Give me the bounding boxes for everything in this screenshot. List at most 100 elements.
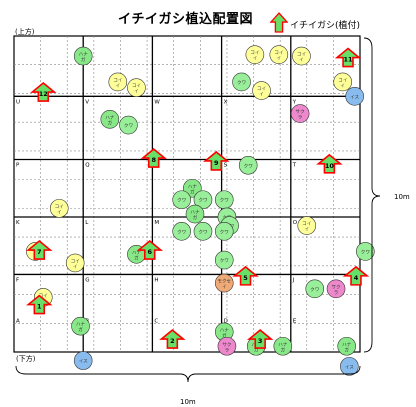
- grid-letter-V: V: [85, 99, 89, 105]
- svg-text:ハナ: ハナ: [220, 327, 230, 333]
- svg-text:コイ: コイ: [257, 86, 266, 92]
- grid-letter-O: O: [293, 220, 298, 226]
- arrow-number: 7: [37, 248, 42, 256]
- svg-text:イス: イス: [345, 364, 354, 370]
- ichiigashi-arrow-3: 3: [246, 329, 274, 349]
- arrow-number: 12: [39, 90, 48, 98]
- grid-letter-J: J: [292, 277, 295, 283]
- svg-text:ガ: ガ: [134, 254, 139, 261]
- svg-text:ガ: ガ: [190, 188, 195, 195]
- dimension-braces: [15, 37, 381, 383]
- ichiigashi-arrow-7: 7: [26, 239, 53, 260]
- svg-text:イ: イ: [299, 58, 304, 63]
- arrow-number: 2: [170, 337, 175, 345]
- diagram-title: イチイガシ植込配置図: [118, 12, 254, 27]
- tree-kuwa: クワ: [193, 222, 213, 241]
- svg-text:クワ: クワ: [361, 249, 371, 255]
- tree-kuwa: クワ: [214, 250, 234, 270]
- tree-koi: コイイ: [292, 46, 311, 66]
- svg-text:ガ: ガ: [281, 346, 286, 353]
- svg-text:イ: イ: [253, 57, 258, 62]
- tree-koi: コイイ: [333, 72, 353, 92]
- svg-text:ハナ: ハナ: [188, 184, 198, 190]
- grid-letter-W: W: [154, 99, 160, 105]
- tree-hanagaki: ハナガ: [273, 336, 293, 356]
- tree-koi: コイイ: [252, 81, 271, 100]
- tree-kuwa: クワ: [305, 279, 325, 299]
- arrow-number: 3: [258, 337, 263, 345]
- svg-text:イ: イ: [277, 57, 282, 62]
- ichiigashi-arrow-2: 2: [159, 329, 186, 349]
- tree-sakura: サクラ: [326, 279, 346, 299]
- tree-koi: コイイ: [108, 72, 128, 92]
- svg-text:ガ: ガ: [108, 119, 113, 126]
- grid-letter-P: P: [16, 163, 20, 169]
- tree-kuwa: クワ: [356, 242, 375, 261]
- arrow-number: 10: [325, 162, 335, 170]
- legend-arrow-icon: [270, 12, 288, 33]
- ichiigashi-arrow-10: 10: [316, 153, 343, 174]
- svg-text:クワ: クワ: [220, 229, 230, 235]
- tree-koi: コイイ: [297, 216, 317, 235]
- svg-text:イス: イス: [79, 359, 88, 365]
- grid-letter-U: U: [16, 99, 20, 105]
- bottom-brace: [15, 365, 361, 383]
- svg-text:ハナ: ハナ: [79, 52, 89, 58]
- grid-letter-Q: Q: [85, 163, 90, 169]
- tree-hanagaki: ハナガ: [71, 316, 90, 336]
- svg-text:コイ: コイ: [113, 77, 122, 83]
- bottom-direction-label: (下方): [16, 355, 36, 363]
- svg-text:クワ: クワ: [198, 198, 208, 204]
- arrow-number: 11: [343, 56, 353, 64]
- tree-kuwa: クワ: [232, 72, 251, 92]
- tree-koi: コイイ: [269, 45, 289, 64]
- right-dimension-label: 10m: [394, 193, 410, 201]
- svg-text:ハナ: ハナ: [105, 115, 115, 121]
- tree-koi: コイイ: [49, 199, 69, 218]
- svg-text:イ: イ: [304, 228, 309, 233]
- svg-text:クワ: クワ: [177, 229, 187, 235]
- grid-letter-X: X: [224, 99, 228, 105]
- grid-letter-A: A: [16, 319, 20, 325]
- tree-isu: イス: [345, 87, 364, 106]
- ichiigashi-arrow-4: 4: [342, 265, 370, 286]
- tree-koi: コイイ: [127, 78, 146, 98]
- tree-hanagaki: ハナガ: [100, 110, 120, 129]
- svg-text:クワ: クワ: [310, 287, 320, 293]
- svg-text:ガ: ガ: [222, 332, 227, 339]
- plot-border: [13, 35, 361, 353]
- svg-text:サク: サク: [296, 109, 305, 115]
- tree-kuwa: クワ: [119, 115, 138, 135]
- ichiigashi-arrow-11: 11: [334, 47, 362, 68]
- ichiigashi-arrow-5: 5: [232, 265, 259, 286]
- svg-text:ハナ: ハナ: [76, 322, 86, 328]
- svg-text:コイ: コイ: [71, 258, 80, 264]
- tree-koi: コイイ: [65, 253, 85, 273]
- tree-isu: イス: [340, 357, 359, 376]
- svg-text:サク: サク: [222, 342, 231, 348]
- tree-kuwa: クワ: [214, 222, 234, 241]
- tree-sakura: サクラ: [290, 104, 310, 123]
- ichiigashi-arrow-1: 1: [26, 294, 53, 315]
- svg-text:ハナ: ハナ: [190, 210, 200, 216]
- legend-label: イチイガシ(植付): [290, 21, 361, 31]
- tree-hanagaki: ハナガ: [185, 204, 205, 224]
- arrow-number: 9: [214, 159, 219, 167]
- svg-text:イ: イ: [222, 285, 227, 290]
- svg-text:イ: イ: [259, 93, 264, 98]
- svg-text:ハナ: ハナ: [342, 342, 352, 348]
- svg-text:コイ: コイ: [274, 50, 283, 56]
- grid-letter-T: T: [292, 163, 297, 169]
- svg-text:イス: イス: [350, 94, 359, 100]
- grid-letter-H: H: [154, 277, 158, 283]
- svg-text:ガ: ガ: [193, 214, 198, 221]
- tree-isu: イス: [73, 351, 93, 370]
- svg-text:ガ: ガ: [254, 346, 259, 353]
- tree-hanagaki: ハナガ: [214, 322, 234, 342]
- svg-text:コイ: コイ: [39, 293, 48, 299]
- svg-text:ガ: ガ: [78, 326, 83, 333]
- arrow-number: 1: [37, 303, 42, 311]
- arrow-number: 4: [354, 274, 359, 282]
- grid-letter-C: C: [154, 319, 158, 325]
